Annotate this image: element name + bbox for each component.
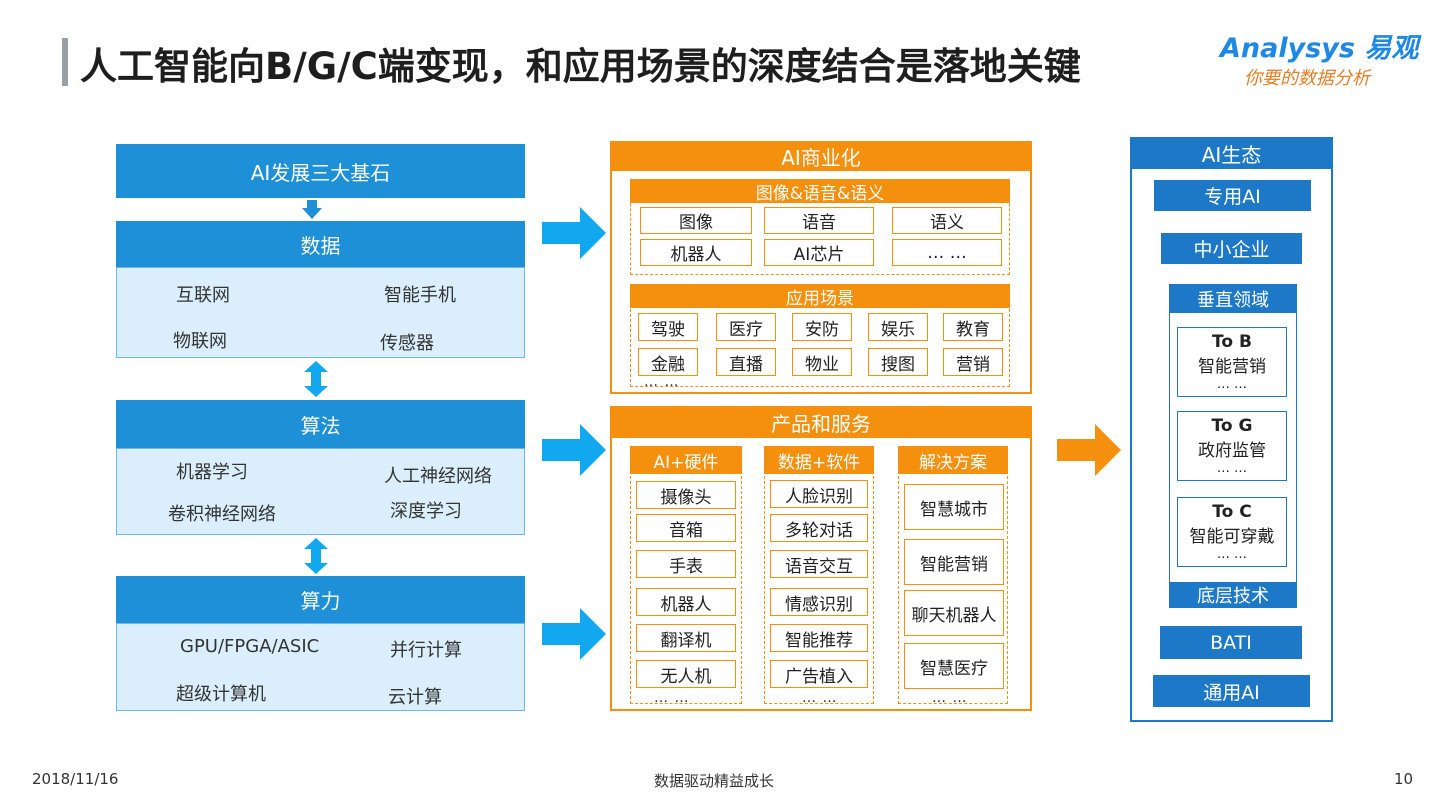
solution-cell: 智慧医疗 (904, 643, 1004, 689)
tech-cell: 机器人 (640, 239, 752, 266)
scenario-cell: 物业 (792, 348, 852, 376)
software-cell: 智能推荐 (770, 624, 868, 652)
algorithm-item: 卷积神经网络 (168, 504, 276, 525)
tech-cell: AI芯片 (764, 239, 874, 266)
compute-item: 并行计算 (390, 640, 462, 661)
arrow-right-icon (1057, 424, 1121, 476)
more-ellipsis: … … (654, 690, 690, 706)
more-ellipsis: … … (1216, 377, 1248, 392)
hardware-cell: 无人机 (636, 660, 736, 688)
software-cell: 人脸识别 (770, 480, 868, 508)
analysys-logo: Analysys 易观 (1220, 33, 1419, 64)
vertical-header: 垂直领域 (1169, 284, 1297, 313)
page-title: 人工智能向B/G/C端变现，和应用场景的深度结合是落地关键 (80, 45, 1081, 88)
arrow-down-icon (302, 200, 322, 219)
hardware-cell: 摄像头 (636, 481, 736, 509)
ai-commercial-header: AI商业化 (610, 141, 1032, 171)
image-voice-header: 图像&语音&语义 (630, 179, 1010, 204)
compute-header: 算力 (116, 576, 525, 623)
tech-cell: 语音 (764, 207, 874, 234)
hardware-cell: 手表 (636, 550, 736, 578)
more-ellipsis: … … (932, 690, 968, 706)
products-header: 产品和服务 (610, 406, 1032, 438)
more-ellipsis: … … (1216, 547, 1248, 562)
more-ellipsis: … … (802, 690, 838, 706)
algorithm-header: 算法 (116, 400, 525, 448)
base-tech-header: 底层技术 (1169, 582, 1297, 608)
logo-slogan: 你要的数据分析 (1244, 68, 1370, 89)
data-item: 物联网 (173, 331, 227, 352)
arrow-right-icon (542, 207, 606, 259)
to-g-box: To G 政府监管 … … (1177, 411, 1287, 481)
software-cell: 广告植入 (770, 660, 868, 688)
bati-box: BATI (1160, 626, 1302, 659)
footer-slogan: 数据驱动精益成长 (654, 772, 775, 790)
algorithm-item: 深度学习 (390, 501, 462, 522)
compute-item: 超级计算机 (176, 684, 266, 705)
ai-foundations-header: AI发展三大基石 (116, 144, 525, 198)
compute-panel (116, 623, 525, 711)
algorithm-item: 人工神经网络 (384, 466, 492, 487)
algorithm-item: 机器学习 (176, 462, 248, 483)
sme-box: 中小企业 (1161, 233, 1302, 264)
to-c-value: 智能可穿戴 (1189, 527, 1275, 547)
data-item: 智能手机 (384, 285, 456, 306)
tech-cell: 图像 (640, 207, 752, 234)
footer-date: 2018/11/16 (32, 770, 119, 788)
tech-cell: 语义 (892, 207, 1002, 234)
arrow-right-icon (542, 608, 606, 660)
hardware-cell: 机器人 (636, 588, 736, 616)
general-ai-box: 通用AI (1153, 675, 1310, 707)
compute-item: GPU/FPGA/ASIC (180, 636, 320, 657)
to-b-box: To B 智能营销 … … (1177, 327, 1287, 397)
data-item: 互联网 (176, 285, 230, 306)
more-ellipsis: … … (644, 374, 680, 390)
ai-ecosystem-header: AI生态 (1130, 137, 1333, 169)
to-b-label: To B (1212, 332, 1252, 352)
data-item: 传感器 (380, 333, 434, 354)
hardware-cell: 音箱 (636, 514, 736, 542)
to-c-box: To C 智能可穿戴 … … (1177, 497, 1287, 567)
software-cell: 情感识别 (770, 588, 868, 616)
solution-cell: 聊天机器人 (904, 590, 1004, 636)
scenario-cell: 安防 (792, 313, 852, 341)
scenario-cell: 医疗 (716, 313, 776, 341)
double-arrow-icon (304, 361, 328, 397)
scenario-cell: 驾驶 (638, 313, 698, 341)
tech-cell: … … (892, 239, 1002, 266)
title-accent-bar (62, 38, 68, 86)
scenario-cell: 金融 (638, 348, 698, 376)
to-c-label: To C (1212, 502, 1252, 522)
solution-cell: 智慧城市 (904, 484, 1004, 530)
double-arrow-icon (304, 538, 328, 574)
scenario-cell: 营销 (943, 348, 1003, 376)
data-panel (116, 267, 525, 358)
to-g-value: 政府监管 (1198, 441, 1266, 461)
solution-cell: 智能营销 (904, 539, 1004, 585)
page-number: 10 (1394, 770, 1414, 788)
solutions-header: 解决方案 (898, 446, 1008, 474)
to-g-label: To G (1211, 416, 1253, 436)
more-ellipsis: … … (1216, 461, 1248, 476)
scenario-cell: 娱乐 (868, 313, 928, 341)
hardware-header: AI+硬件 (630, 446, 742, 474)
to-b-value: 智能营销 (1198, 357, 1266, 377)
data-header: 数据 (116, 221, 525, 267)
software-header: 数据+软件 (764, 446, 874, 474)
scenario-cell: 教育 (943, 313, 1003, 341)
compute-item: 云计算 (388, 687, 442, 708)
arrow-right-icon (542, 424, 606, 476)
scenario-cell: 搜图 (868, 348, 928, 376)
scenario-cell: 直播 (716, 348, 776, 376)
software-cell: 多轮对话 (770, 514, 868, 542)
hardware-cell: 翻译机 (636, 624, 736, 652)
software-cell: 语音交互 (770, 550, 868, 578)
special-ai-box: 专用AI (1154, 180, 1311, 211)
algorithm-panel (116, 448, 525, 535)
scenario-header: 应用场景 (630, 284, 1010, 309)
